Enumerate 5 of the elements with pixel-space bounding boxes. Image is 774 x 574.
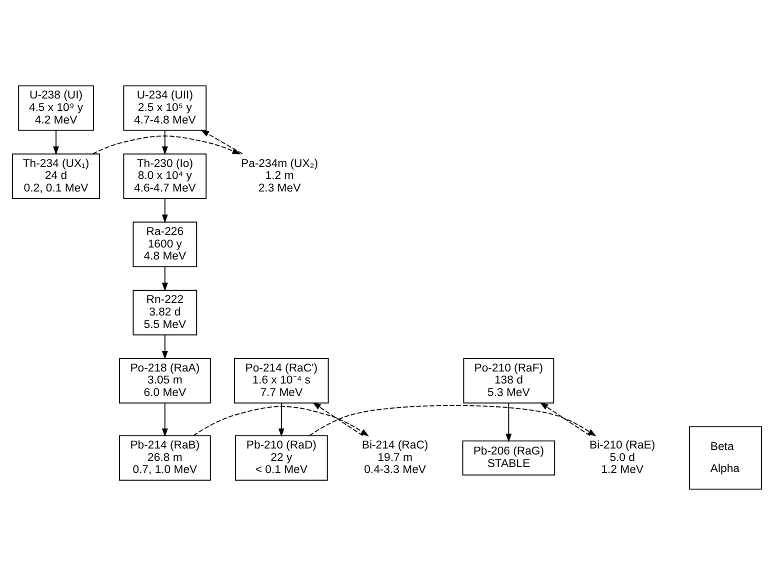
legend-label: Beta xyxy=(710,440,734,453)
node-text: Bi-214 (RaC) 19.7 m 0.4-3.3 MeV xyxy=(362,439,428,476)
node-text: Pa-234m (UX₂) 1.2 m 2.3 MeV xyxy=(241,157,318,194)
node-text: Bi-210 (RaE) 5.0 d 1.2 MeV xyxy=(590,439,656,476)
legend-label: Alpha xyxy=(710,462,740,474)
